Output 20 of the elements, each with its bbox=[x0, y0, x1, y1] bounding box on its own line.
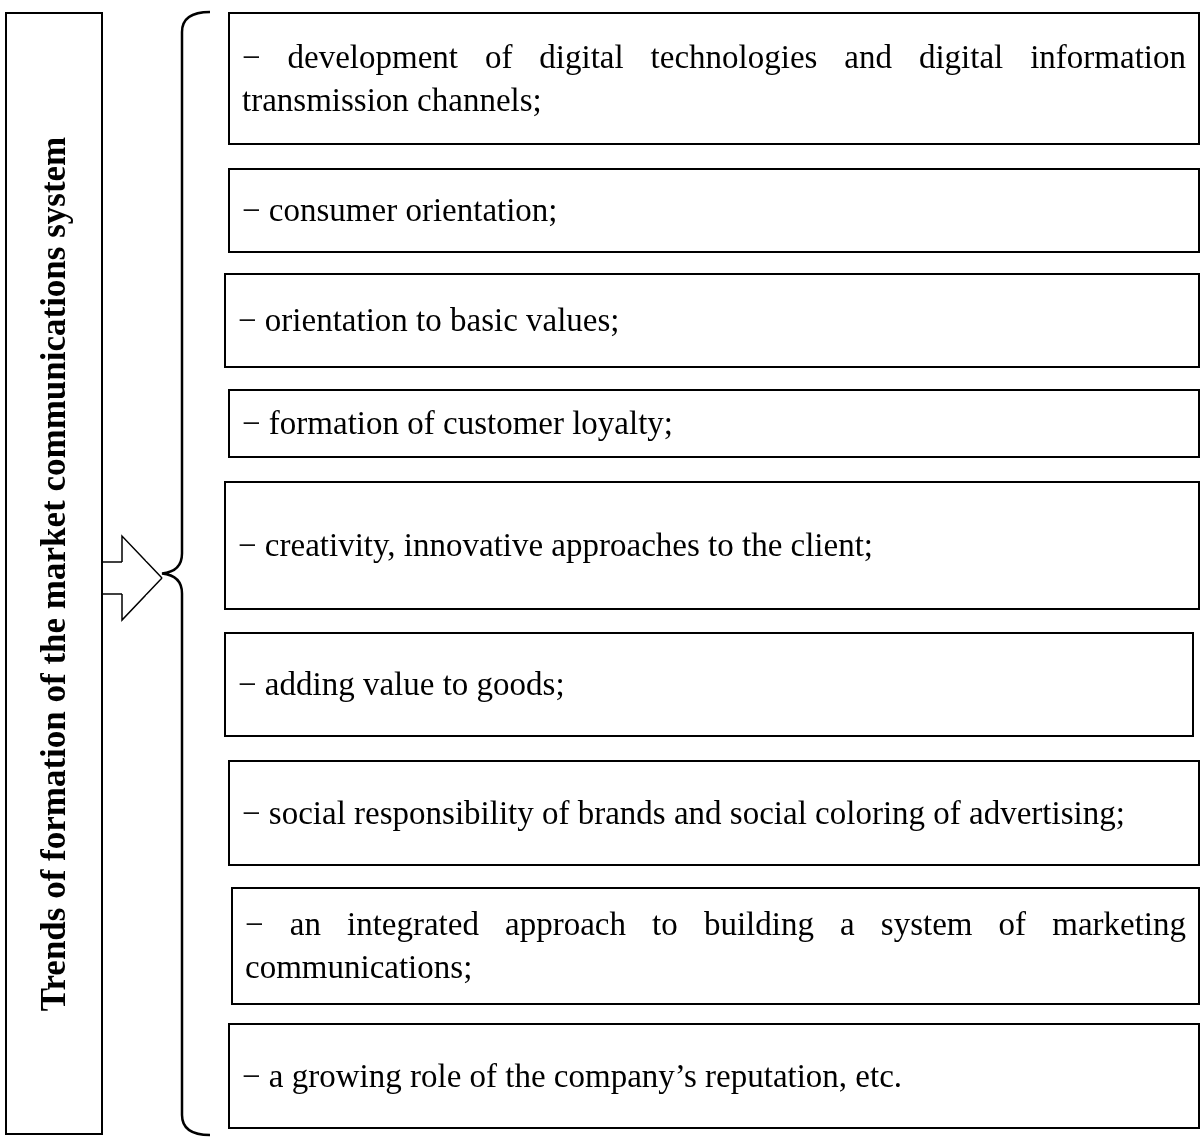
trend-box bbox=[228, 1023, 1200, 1129]
trend-text: − development of digital technologies and digital information transmission channels; bbox=[242, 37, 1186, 120]
trend-box bbox=[231, 887, 1200, 1005]
trend-box bbox=[224, 632, 1194, 737]
trend-text: − a growing role of the company’s reputation, etc. bbox=[242, 1056, 904, 1096]
trend-box bbox=[228, 168, 1200, 253]
trend-text: − an integrated approach to building a system of marketing communications; bbox=[245, 905, 1186, 987]
trend-text: − formation of customer loyalty; bbox=[242, 404, 674, 444]
trend-box bbox=[224, 273, 1200, 368]
trend-text: − consumer orientation; bbox=[242, 191, 559, 231]
trend-text: − creativity, innovative approaches to the client; bbox=[238, 526, 874, 566]
trend-text: − orientation to basic values; bbox=[238, 301, 621, 341]
title-box bbox=[5, 12, 103, 1135]
trend-text: − adding value to goods; bbox=[238, 665, 566, 705]
trend-box bbox=[228, 389, 1200, 458]
trend-box bbox=[228, 12, 1200, 145]
trend-box bbox=[224, 481, 1200, 610]
trend-box bbox=[228, 760, 1200, 866]
trend-text: − social responsibility of brands and social coloring of advertising; bbox=[242, 793, 1126, 833]
vertical-heading: Trends of formation of the market communications system bbox=[33, 136, 73, 1011]
